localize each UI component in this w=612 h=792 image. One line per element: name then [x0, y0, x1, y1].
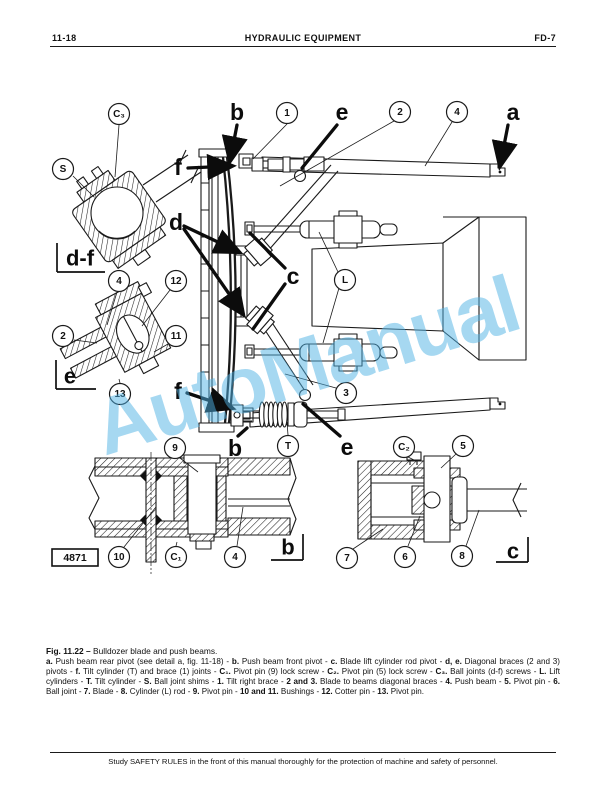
circled-callout-7: 7	[335, 528, 384, 570]
svg-text:4: 4	[454, 107, 460, 118]
svg-text:c: c	[507, 539, 519, 564]
svg-text:3: 3	[343, 388, 349, 399]
svg-text:d-f: d-f	[66, 246, 95, 271]
svg-text:a: a	[507, 99, 520, 125]
svg-text:1: 1	[284, 108, 290, 119]
arrow-label-d: d	[169, 209, 246, 319]
circled-callout-11: 11	[153, 324, 188, 353]
circled-callout-C₂: C₂	[392, 435, 417, 462]
svg-text:d: d	[169, 209, 183, 235]
svg-text:S: S	[60, 164, 67, 175]
circled-callout-13: 13	[108, 378, 132, 406]
svg-text:9: 9	[172, 443, 178, 454]
svg-text:13: 13	[114, 389, 126, 400]
arrow-label-a: a	[491, 99, 520, 171]
svg-text:L: L	[342, 275, 348, 286]
main-view-blade-and-beams	[198, 148, 527, 433]
detail-tag-b: b	[271, 534, 304, 561]
svg-text:b: b	[228, 435, 242, 461]
svg-text:2: 2	[60, 331, 66, 342]
svg-text:e: e	[64, 364, 76, 389]
detail-front-pivot-section-b	[88, 452, 297, 574]
circled-callout-8: 8	[450, 509, 480, 568]
svg-text:C₃: C₃	[113, 109, 125, 120]
svg-text:f: f	[174, 154, 182, 180]
arrow-label-f: f	[174, 153, 237, 181]
arrow-label-e: e	[301, 402, 354, 460]
svg-text:e: e	[336, 99, 349, 125]
circled-callout-4: 4	[223, 506, 247, 569]
svg-text:6: 6	[402, 552, 408, 563]
caption-title: Fig. 11.22 – Bulldozer blade and push be…	[46, 646, 218, 656]
svg-text:12: 12	[170, 276, 182, 287]
circled-callout-2: 2	[279, 100, 412, 187]
plate-number: 4871	[63, 552, 87, 564]
circled-callout-9: 9	[163, 436, 199, 473]
page-number-left: 11-18	[52, 33, 77, 43]
svg-text:8: 8	[459, 551, 465, 562]
arrow-label-b: b	[228, 426, 249, 461]
svg-text:10: 10	[113, 552, 125, 563]
page-title: HYDRAULIC EQUIPMENT	[244, 33, 362, 43]
circled-callout-10: 10	[107, 506, 157, 569]
circled-callout-4: 4	[106, 269, 131, 326]
arrow-label-e: e	[300, 99, 349, 170]
arrow-label-c: c	[248, 231, 300, 331]
svg-text:b: b	[281, 535, 294, 560]
svg-text:e: e	[341, 434, 354, 460]
figure-caption: Fig. 11.22 – Bulldozer blade and push be…	[46, 646, 560, 698]
detail-tag-e: e	[55, 360, 96, 390]
circled-callout-T: T	[276, 421, 300, 458]
circled-callout-5: 5	[440, 434, 475, 469]
svg-text:4: 4	[232, 552, 238, 563]
circled-callout-4: 4	[424, 100, 469, 167]
circled-callout-L: L	[318, 231, 357, 344]
page-number-right: FD-7	[534, 33, 556, 43]
svg-text:b: b	[230, 99, 244, 125]
svg-text:7: 7	[344, 553, 350, 564]
svg-text:C₁: C₁	[170, 552, 181, 563]
circled-callout-6: 6	[393, 515, 421, 569]
svg-text:11: 11	[171, 331, 182, 342]
detail-tag-d-f: d-f	[56, 243, 105, 273]
caption-legend: a. Push beam rear pivot (see detail a, f…	[46, 656, 561, 697]
detail-rod-pivot-section-c	[357, 451, 527, 543]
plate-number-box: 4871	[51, 548, 99, 567]
circled-callout-S: S	[51, 157, 95, 198]
circled-callout-C₃: C₃	[107, 102, 131, 178]
detail-tag-c: c	[496, 537, 529, 564]
arrow-label-b: b	[221, 99, 248, 166]
circled-callout-3: 3	[284, 373, 358, 405]
arrow-label-f: f	[174, 378, 237, 413]
svg-text:f: f	[174, 378, 182, 404]
svg-text:C₂: C₂	[398, 442, 410, 453]
circled-callout-12: 12	[141, 269, 188, 327]
svg-text:2: 2	[397, 107, 403, 118]
svg-text:T: T	[285, 441, 291, 452]
circled-callout-2: 2	[51, 324, 98, 348]
svg-text:4: 4	[116, 276, 122, 287]
safety-footer-text: Study SAFETY RULES in the front of this …	[108, 757, 498, 766]
safety-footer: Study SAFETY RULES in the front of this …	[50, 752, 556, 766]
circled-callout-C₁: C₁	[164, 541, 188, 569]
page-header: 11-18 HYDRAULIC EQUIPMENT FD-7	[50, 33, 556, 47]
detail-ball-joint-section	[72, 149, 202, 269]
svg-text:5: 5	[460, 441, 466, 452]
circled-callout-1: 1	[252, 101, 299, 160]
svg-text:c: c	[287, 263, 300, 289]
